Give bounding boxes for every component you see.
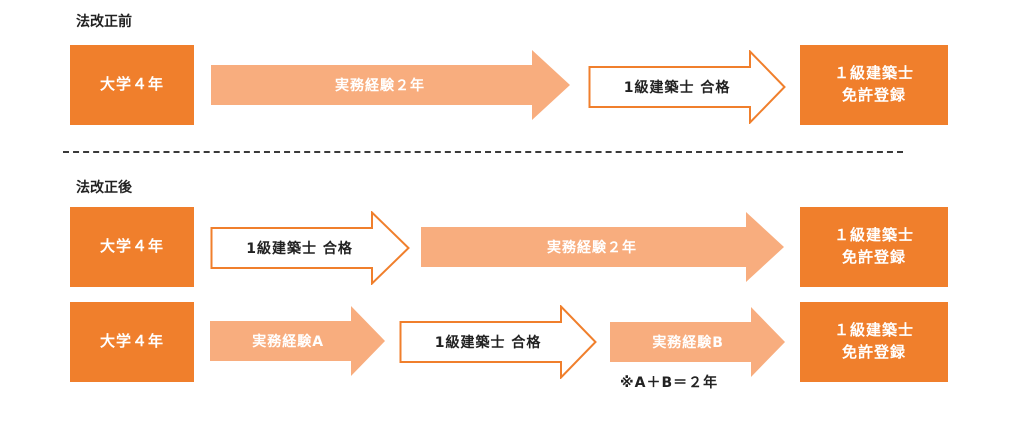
- end-box-registration: １級建築士 免許登録: [800, 207, 948, 287]
- start-box-university: 大学４年: [70, 207, 194, 287]
- arrow-practical-experience-a: 実務経験A: [210, 306, 385, 376]
- start-box-university: 大学４年: [70, 302, 194, 382]
- arrow-body: [210, 306, 385, 376]
- arrow-label: 実務経験２年: [547, 240, 638, 256]
- arrow-label: 1級建築士 合格: [623, 80, 731, 96]
- end-box-registration: １級建築士 免許登録: [800, 302, 948, 382]
- arrow-body: [588, 50, 786, 124]
- arrow-label: 実務経験B: [652, 335, 724, 351]
- arrow-body: [210, 211, 410, 285]
- arrow-exam-pass: 1級建築士 合格: [399, 305, 597, 379]
- arrow-label: 実務経験２年: [335, 78, 426, 94]
- arrow-exam-pass: 1級建築士 合格: [588, 50, 786, 124]
- arrow-body: [421, 212, 784, 282]
- arrow-body: [610, 307, 785, 377]
- experience-sum-note: ※A＋B＝２年: [620, 375, 719, 391]
- arrow-practical-experience-b: 実務経験B: [610, 307, 785, 377]
- arrow-shape: [211, 50, 570, 120]
- arrow-shape: [210, 306, 385, 376]
- arrow-exam-pass: 1級建築士 合格: [210, 211, 410, 285]
- arrow-shape: [210, 211, 410, 285]
- arrow-shape: [610, 307, 785, 377]
- arrow-label: 1級建築士 合格: [246, 241, 353, 257]
- arrow-body: [211, 50, 570, 120]
- arrow-practical-experience: 実務経験２年: [211, 50, 570, 120]
- arrow-label: 1級建築士 合格: [434, 335, 542, 351]
- start-box-university: 大学４年: [70, 45, 194, 125]
- end-box-registration: １級建築士 免許登録: [800, 45, 948, 125]
- arrow-label: 実務経験A: [252, 334, 325, 350]
- arrow-shape: [421, 212, 784, 282]
- arrow-shape: [588, 50, 786, 124]
- arrow-body: [399, 305, 597, 379]
- arrow-practical-experience: 実務経験２年: [421, 212, 784, 282]
- section-title-before: 法改正前: [76, 14, 132, 30]
- section-title-after: 法改正後: [76, 180, 132, 196]
- section-divider: [63, 151, 903, 153]
- arrow-shape: [399, 305, 597, 379]
